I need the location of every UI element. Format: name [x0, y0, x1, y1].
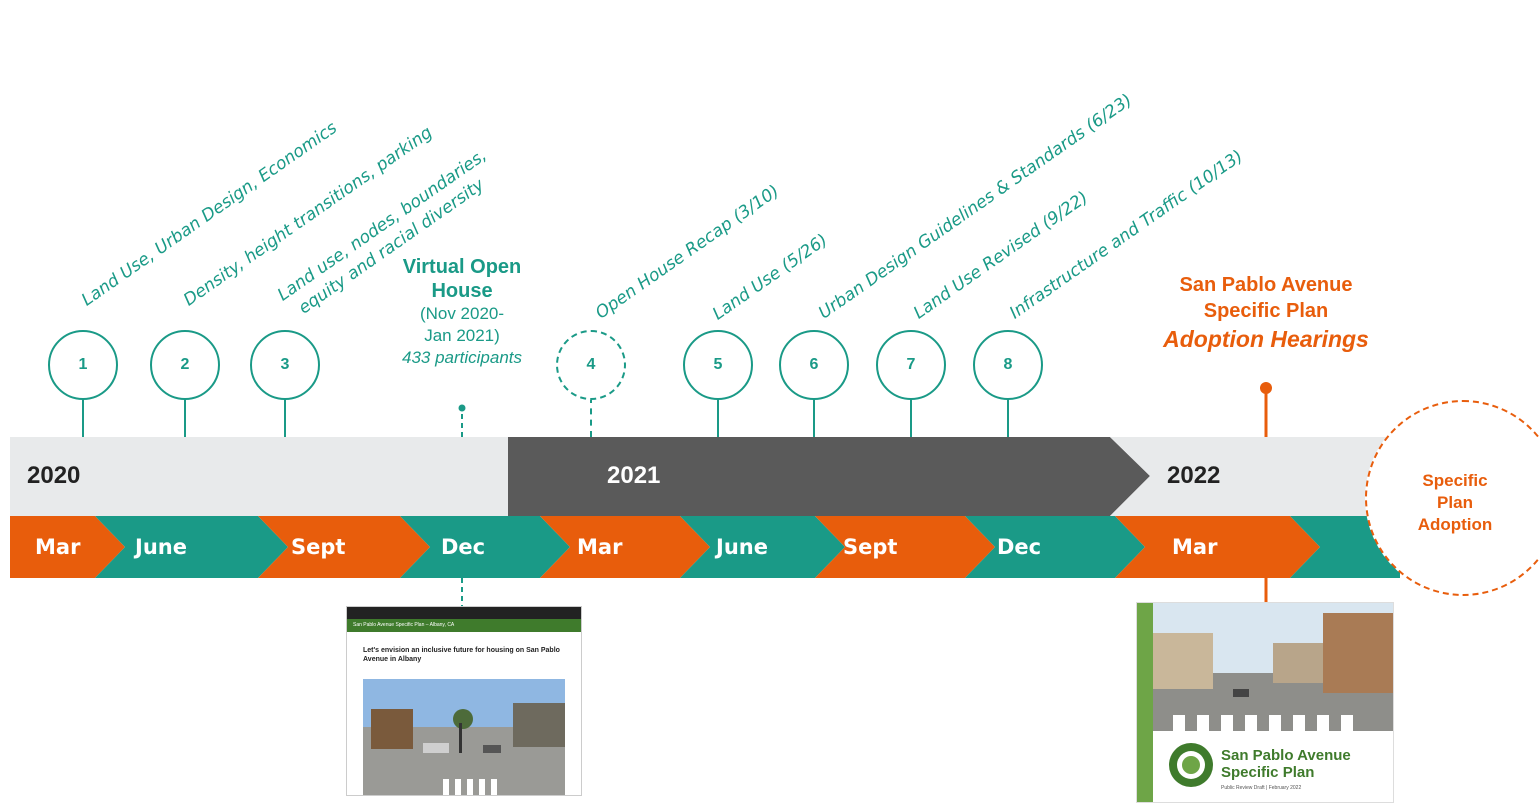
plan-cover-title-2: Specific Plan	[1221, 764, 1315, 781]
plan-adoption-circle	[1365, 400, 1539, 596]
month-label: June	[135, 535, 187, 559]
meeting-stem	[284, 397, 286, 437]
adoption-hearings-line-3: Adoption Hearings	[1163, 326, 1369, 352]
thumb-top-bar	[347, 607, 581, 619]
year-band-2020	[10, 437, 508, 516]
meeting-stem	[1007, 397, 1009, 437]
adoption-hearings-dot	[1260, 382, 1272, 394]
month-label: Mar	[577, 535, 623, 559]
plan-cover-subtitle: Public Review Draft | February 2022	[1221, 785, 1302, 791]
chevron-june-2021	[680, 516, 845, 578]
chevron-dec-2021	[965, 516, 1145, 578]
virtual-open-house-dates-2: Jan 2021)	[424, 326, 500, 345]
thumb-street-photo	[363, 679, 565, 795]
chevron-june-2020	[95, 516, 288, 578]
chevron-sept-2021	[815, 516, 995, 578]
chevron-mar-2022	[1115, 516, 1320, 578]
meeting-circle-1: 1	[48, 330, 118, 400]
city-seal-icon	[1169, 743, 1213, 787]
month-label: Dec	[441, 535, 486, 559]
month-chevrons	[10, 516, 1400, 578]
virtual-open-house-title-1: Virtual Open	[402, 256, 522, 278]
chevron-sept-2020	[258, 516, 430, 578]
year-label-2020: 2020	[27, 462, 81, 489]
month-label: June	[716, 535, 768, 559]
virtual-open-house-dot	[458, 404, 466, 412]
meeting-stem	[184, 397, 186, 437]
meeting-circle-3: 3	[250, 330, 320, 400]
adoption-hearings-line-2: Specific Plan	[1203, 300, 1329, 322]
plan-cover-green-strip	[1137, 603, 1153, 802]
year-label-2021: 2021	[607, 462, 661, 489]
month-label: Sept	[843, 535, 898, 559]
month-label: Mar	[35, 535, 81, 559]
plan-cover-photo	[1153, 603, 1393, 731]
meeting-stem	[590, 397, 592, 437]
month-label: Dec	[997, 535, 1042, 559]
thumb-headline: Let's envision an inclusive future for h…	[363, 647, 560, 663]
chevron-mar-2021	[540, 516, 710, 578]
year-label-2022: 2022	[1167, 462, 1221, 489]
thumb-nav-bar: San Pablo Avenue Specific Plan – Albany,…	[347, 619, 581, 632]
meeting-circle-6: 6	[779, 330, 849, 400]
month-label: Mar	[1172, 535, 1218, 559]
year-band-2021	[508, 437, 1150, 516]
plan-adoption-line-2: Plan	[1437, 493, 1473, 512]
meeting-stem	[82, 397, 84, 437]
plan-adoption-label: Specific Plan Adoption	[1395, 470, 1515, 536]
adoption-hearings-callout: San Pablo Avenue Specific Plan Adoption …	[1126, 272, 1406, 354]
plan-cover-thumbnail: San Pablo Avenue Specific Plan Public Re…	[1136, 602, 1394, 803]
meeting-circle-4: 4	[556, 330, 626, 400]
thumb-nav-title: San Pablo Avenue Specific Plan – Albany,…	[353, 622, 455, 628]
website-thumbnail: San Pablo Avenue Specific Plan – Albany,…	[346, 606, 582, 796]
chevron-mar-2020	[10, 516, 125, 578]
plan-adoption-line-1: Specific	[1422, 471, 1488, 490]
meeting-circle-8: 8	[973, 330, 1043, 400]
meeting-circle-5: 5	[683, 330, 753, 400]
meeting-stem	[813, 397, 815, 437]
virtual-open-house-title-2: House	[431, 280, 493, 302]
meeting-stem	[910, 397, 912, 437]
plan-adoption-line-3: Adoption	[1417, 515, 1493, 534]
meeting-circle-2: 2	[150, 330, 220, 400]
meeting-stem	[717, 397, 719, 437]
meeting-circle-7: 7	[876, 330, 946, 400]
year-band-2022	[1110, 437, 1400, 516]
month-label: Sept	[291, 535, 346, 559]
plan-cover-title-1: San Pablo Avenue	[1221, 747, 1351, 764]
virtual-open-house-callout: Virtual Open House (Nov 2020- Jan 2021) …	[362, 255, 562, 369]
chevron-dec-2020	[400, 516, 570, 578]
virtual-open-house-participants: 433 participants	[401, 348, 523, 367]
adoption-hearings-line-1: San Pablo Avenue	[1179, 274, 1353, 296]
virtual-open-house-dates-1: (Nov 2020-	[419, 304, 505, 323]
